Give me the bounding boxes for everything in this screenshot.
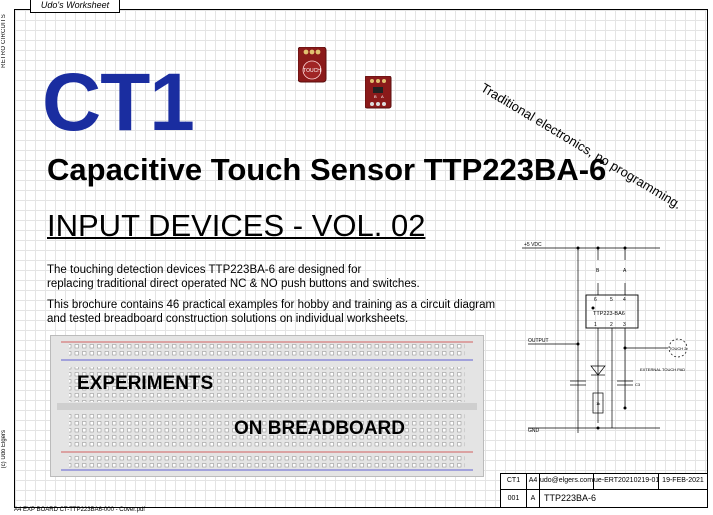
cover-code: CT1 <box>42 57 195 148</box>
schematic-pin5: 5 <box>610 297 613 303</box>
schematic-pin3: 3 <box>623 322 626 328</box>
file-name: A4 EXP BOARD CT-TTP223BA6-000 - Cover.pd… <box>14 507 145 513</box>
tb-rev: A <box>527 490 540 507</box>
side-label-top: RETRO CIRCUITS <box>1 14 7 68</box>
volume-subtitle: INPUT DEVICES - VOL. 02 <box>47 208 426 243</box>
schematic-output: OUTPUT <box>528 338 549 344</box>
breadboard-image: EXPERIMENTS ON BREADBOARD <box>50 335 484 477</box>
circuit-schematic: +5 VDC B A 6 5 4 1 2 3 TTP223-BA6 OUTPUT… <box>522 242 688 434</box>
tb-email: udo@elgers.com <box>540 474 594 490</box>
tb-format: A4 <box>527 474 540 490</box>
breadboard-label-experiments: EXPERIMENTS <box>77 373 214 394</box>
schematic-ic: TTP223-BA6 <box>593 311 625 317</box>
header-tab: Udo's Worksheet <box>30 0 120 13</box>
tb-doc-id: ue-ERT20210219-01 <box>594 474 659 490</box>
tb-code: CT1 <box>501 474 527 490</box>
schematic-pin6: 6 <box>594 297 597 303</box>
schematic-pin1: 1 <box>594 322 597 328</box>
side-label-bottom: (c) Udo Elgers <box>1 430 7 469</box>
tb-sheet-no: 001 <box>501 490 527 507</box>
schematic-pin4: 4 <box>623 297 626 303</box>
ab-module-illustration: B A <box>365 76 392 109</box>
tb-date: 19-FEB-2021 <box>659 474 707 490</box>
schematic-res: 1k <box>596 401 600 406</box>
ab-module-pin-a: A <box>381 94 384 99</box>
breadboard-holes <box>57 341 477 471</box>
schematic-gnd: GND <box>528 428 540 434</box>
intro-line-1: The touching detection devices TTP223BA-… <box>47 264 362 276</box>
title-block: CT1 A4 udo@elgers.com ue-ERT20210219-01 … <box>500 473 708 508</box>
ab-module-pin-b: B <box>374 94 377 99</box>
breadboard-label-on: ON BREADBOARD <box>234 418 405 439</box>
schematic-pin2: 2 <box>610 322 613 328</box>
intro-line-3: This brochure contains 46 practical exam… <box>47 299 496 311</box>
schematic-touch: TOUCH 2 <box>669 346 687 351</box>
tb-name: TTP223BA-6 <box>544 493 597 503</box>
schematic-ext-pad: EXTERNAL TOUCH PAD <box>640 367 685 372</box>
schematic-b: B <box>596 268 600 274</box>
schematic-a: A <box>623 268 627 274</box>
intro-line-2: replacing traditional direct operated NC… <box>47 278 420 290</box>
touch-module-illustration: TOUCH <box>298 47 327 83</box>
main-title: Capacitive Touch Sensor TTP223BA-6 <box>47 152 607 187</box>
schematic-vdc: +5 VDC <box>524 242 542 248</box>
schematic-c3: C3 <box>635 382 641 387</box>
intro-line-4: and tested breadboard construction solut… <box>47 313 409 325</box>
touch-module-label: TOUCH <box>303 68 321 74</box>
